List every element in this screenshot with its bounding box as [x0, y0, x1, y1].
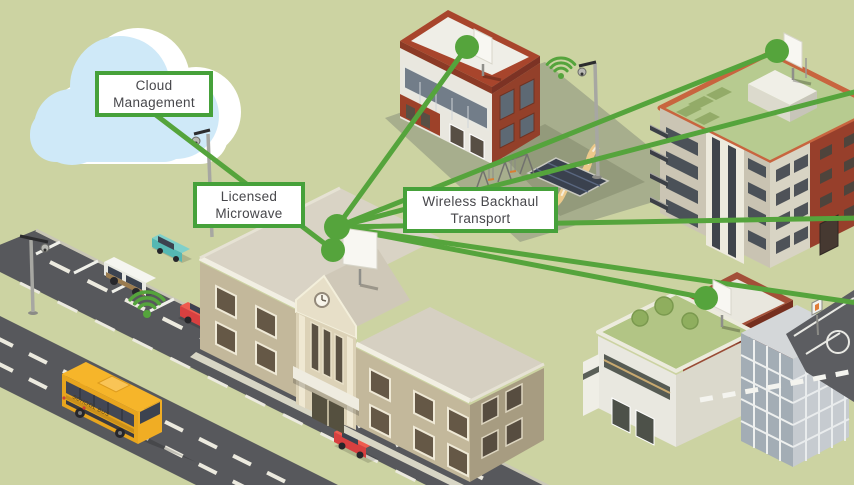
clock-icon: [314, 292, 330, 308]
basketball-court: [699, 290, 854, 403]
antenna-shadow: [721, 325, 741, 333]
street-lamp-1: [19, 234, 50, 315]
network-node-apartment-roof: [765, 39, 789, 63]
school-bus: SCHOOL BUS: [62, 362, 196, 462]
label-licensed-microwave: Licensed Microwave: [193, 182, 305, 228]
balconies: [649, 124, 669, 211]
wifi-icon-street: [128, 290, 166, 318]
network-link-hub-upper-east-c: [334, 224, 854, 305]
roof-trees: [631, 296, 699, 330]
antenna-panel-icon: [342, 227, 378, 270]
school-building: [190, 186, 545, 485]
network-link-hub-upper-office-roof: [334, 44, 470, 230]
security-camera-icon: [577, 67, 587, 77]
network-node-hub-lower: [321, 238, 345, 262]
label-cloud-management: Cloud Management: [95, 71, 213, 117]
antenna-shadow: [359, 283, 379, 291]
network-node-office-roof: [455, 35, 479, 59]
teal-car: [152, 234, 192, 263]
walkway-dashed: [699, 368, 854, 403]
wifi-icon-park: [545, 56, 577, 79]
network-node-hub-upper: [324, 214, 350, 240]
network-link-hub-upper-community-roof: [334, 224, 709, 301]
security-camera-icon: [40, 243, 50, 253]
network-node-community-roof: [694, 286, 718, 310]
antenna-shadow: [482, 74, 502, 82]
label-wireless-backhaul-transport: Wireless Backhaul Transport: [403, 187, 558, 233]
antenna-shadow: [792, 78, 812, 86]
